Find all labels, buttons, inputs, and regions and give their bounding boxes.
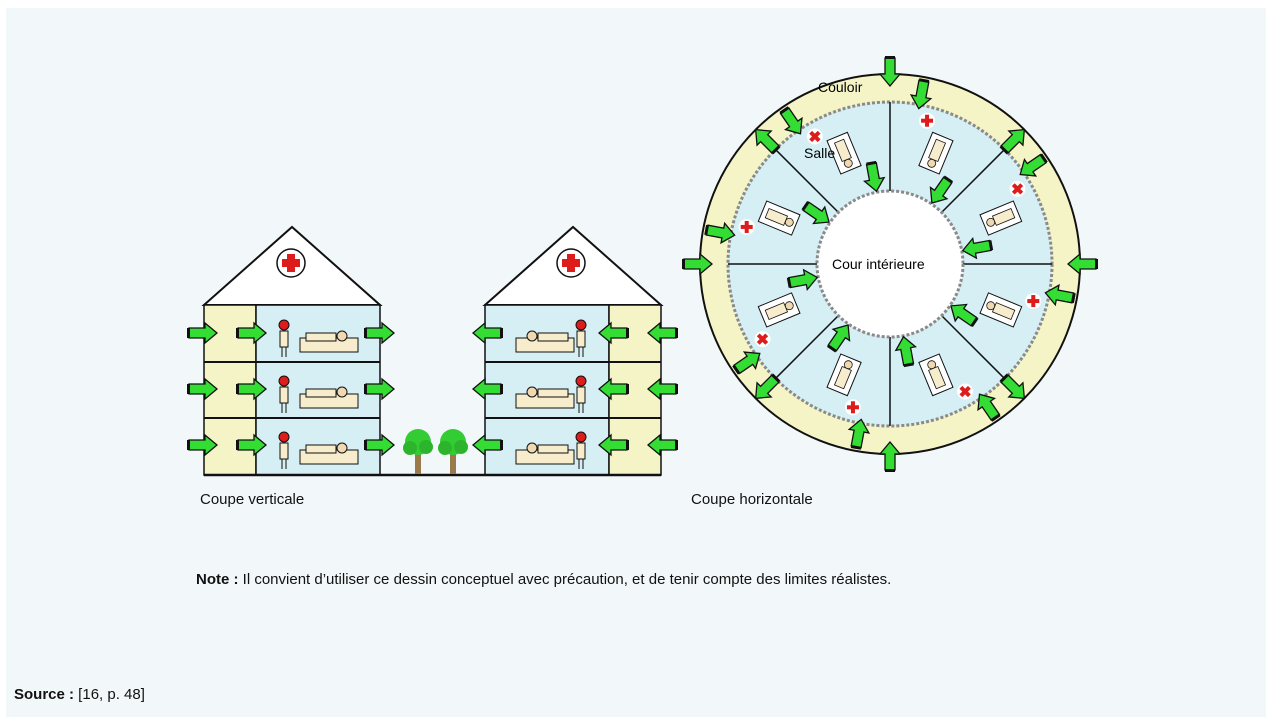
red-cross-icon [738, 218, 755, 235]
source-label: Source : [14, 686, 75, 703]
corridor-label: Couloir [818, 79, 863, 95]
tree-icon [438, 429, 468, 474]
note-label: Note : [196, 571, 239, 588]
red-cross-icon [1025, 293, 1042, 310]
horizontal-section-caption: Coupe horizontale [691, 491, 813, 508]
source: Source : [16, p. 48] [14, 686, 145, 703]
room-label: Salle [804, 145, 835, 161]
red-cross-icon [844, 399, 861, 416]
courtyard-label: Cour intérieure [832, 256, 925, 272]
red-cross-icon [919, 112, 936, 129]
room-divider [941, 315, 1006, 380]
circular-plan [681, 55, 1099, 473]
room-divider [774, 148, 839, 213]
tree-icon [403, 429, 433, 474]
note: Note : Il convient d’utiliser ce dessin … [196, 571, 891, 588]
room-divider [941, 148, 1006, 213]
source-text: [16, p. 48] [74, 686, 145, 703]
vertical-section-caption: Coupe verticale [200, 491, 305, 508]
room-divider [774, 315, 839, 380]
note-text: Il convient d’utiliser ce dessin concept… [238, 571, 892, 588]
